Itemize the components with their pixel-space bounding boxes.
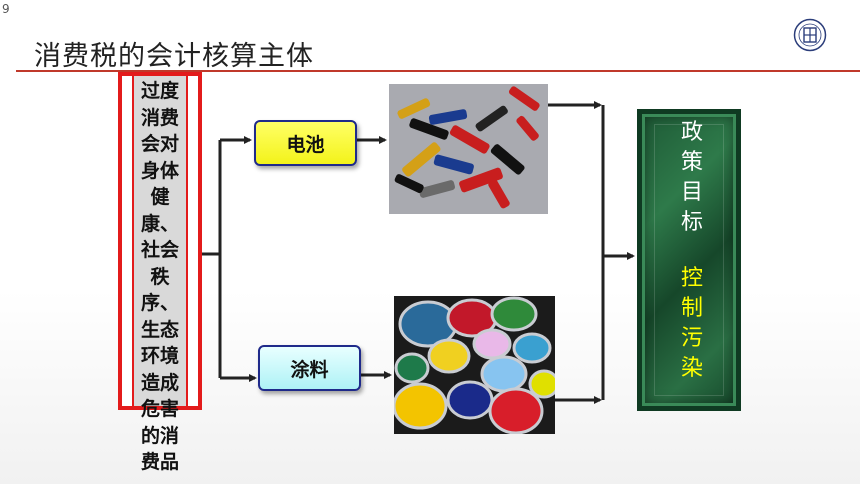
policy-goal-box: 政策目标 控制污染 <box>637 109 741 411</box>
consumer-goods-box: 过度消费会对身体健康、社会秩序、生态环境造成危害的消费品 <box>118 72 202 473</box>
slide-title: 消费税的会计核算主体 <box>34 41 314 72</box>
battery-label-box: 电池 <box>254 120 357 166</box>
paint-label-box: 涂料 <box>258 345 361 391</box>
consumer-goods-text: 过度消费会对身体健康、社会秩序、生态环境造成危害的消费品 <box>140 80 179 473</box>
policy-goal-label: 政策目标 <box>680 120 703 235</box>
batteries-photo <box>389 84 548 214</box>
page-number: 9 <box>2 2 10 16</box>
policy-goal-value: 控制污染 <box>680 266 703 381</box>
title-divider <box>16 70 860 72</box>
university-seal-logo <box>793 18 827 52</box>
paint-cans-photo <box>394 296 555 434</box>
